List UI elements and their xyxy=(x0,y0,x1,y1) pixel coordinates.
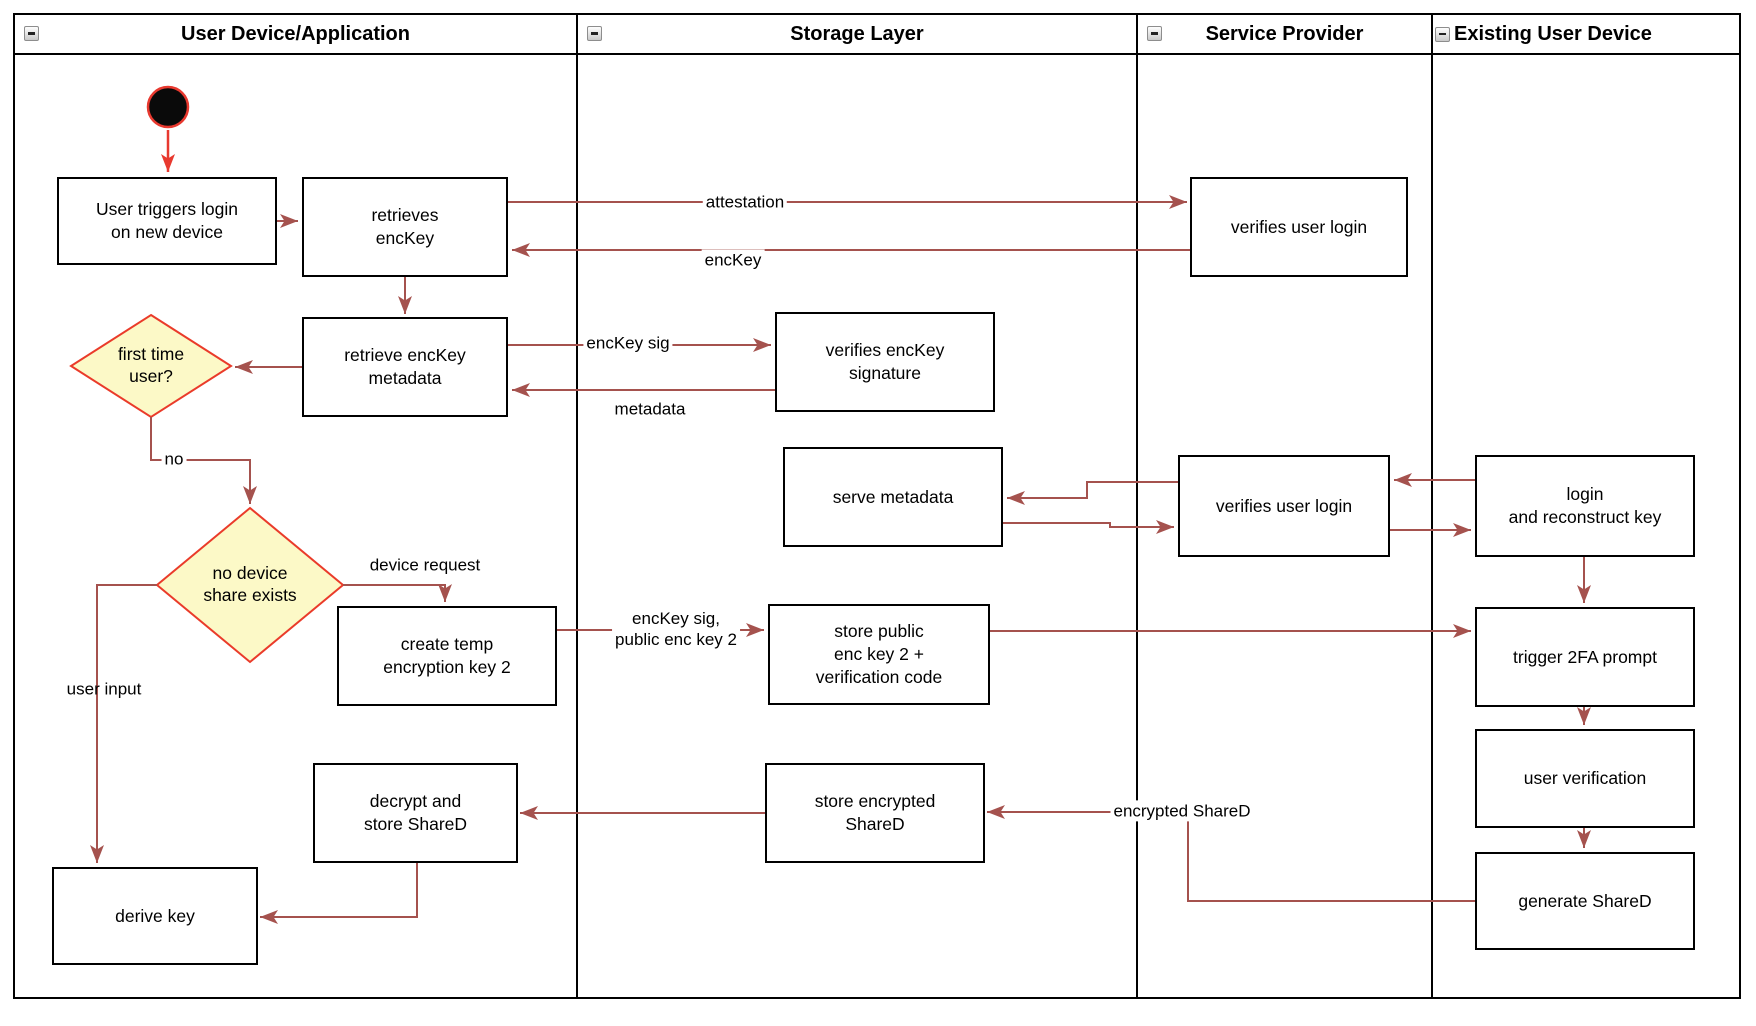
edge-label-device-request: device request xyxy=(366,554,484,576)
diagram-frame xyxy=(13,13,1741,999)
edge-device-request xyxy=(343,584,452,602)
minus-glyph xyxy=(1151,32,1158,35)
decision-label-first-time-user: first time user? xyxy=(117,344,185,386)
node-user-verification[interactable]: user verification xyxy=(1475,729,1695,828)
node-verifies-user-login-top[interactable]: verifies user login xyxy=(1190,177,1408,277)
node-verifies-enckey-signature[interactable]: verifies encKey signature xyxy=(775,312,995,412)
node-store-encrypted-shared[interactable]: store encrypted ShareD xyxy=(765,763,985,863)
minus-glyph xyxy=(591,32,598,35)
decision-no-device-share[interactable] xyxy=(155,506,345,664)
decision-label-no-device-share: no device share exists xyxy=(203,563,297,605)
edge-serve-to-verifies xyxy=(1003,520,1174,534)
node-decrypt-store-shared[interactable]: decrypt and store ShareD xyxy=(313,763,518,863)
node-retrieve-enckey-metadata[interactable]: retrieve encKey metadata xyxy=(302,317,508,417)
node-generate-shared[interactable]: generate ShareD xyxy=(1475,852,1695,950)
edge-no-branch xyxy=(150,417,257,504)
lane-header-user-device[interactable]: User Device/Application xyxy=(14,14,577,54)
node-login-reconstruct-key[interactable]: login and reconstruct key xyxy=(1475,455,1695,557)
lane-title: Storage Layer xyxy=(790,22,924,45)
collapse-icon[interactable] xyxy=(587,26,602,41)
node-store-public-enc-key2[interactable]: store public enc key 2 + verification co… xyxy=(768,604,990,705)
lane-title: Existing User Device xyxy=(1454,22,1652,45)
collapse-icon[interactable] xyxy=(1147,26,1162,41)
collapse-icon[interactable] xyxy=(24,26,39,41)
node-serve-metadata[interactable]: serve metadata xyxy=(783,447,1003,547)
node-verifies-user-login-mid[interactable]: verifies user login xyxy=(1178,455,1390,557)
lane-title: Service Provider xyxy=(1205,22,1364,45)
edge-verifies-to-serve xyxy=(1007,481,1178,505)
lane-header-service-provider[interactable]: Service Provider xyxy=(1137,14,1432,54)
edge-label-attestation: attestation xyxy=(702,191,788,213)
node-create-temp-key2[interactable]: create temp encryption key 2 xyxy=(337,606,557,706)
edge-label-enckey-sig: encKey sig xyxy=(583,332,673,354)
node-user-triggers-login[interactable]: User triggers login on new device xyxy=(57,177,277,265)
collapse-icon[interactable] xyxy=(1435,26,1450,42)
edge-user-input xyxy=(90,584,157,863)
edge-label-enckey-sig-public: encKey sig, public enc key 2 xyxy=(612,607,740,651)
node-derive-key[interactable]: derive key xyxy=(52,867,258,965)
edge-label-enckey: encKey xyxy=(701,249,765,271)
lane-header-storage-layer[interactable]: Storage Layer xyxy=(577,14,1137,54)
lane-title: User Device/Application xyxy=(181,22,410,45)
minus-glyph xyxy=(1439,32,1446,36)
edge-encrypted-shared xyxy=(987,805,1475,902)
edge-label-user-input: user input xyxy=(66,679,142,699)
edge-label-no: no xyxy=(161,448,187,470)
minus-glyph xyxy=(28,32,35,35)
edge-label-encrypted-shared: encrypted ShareD xyxy=(1110,800,1254,822)
node-trigger-2fa-prompt[interactable]: trigger 2FA prompt xyxy=(1475,607,1695,707)
start-node[interactable] xyxy=(146,85,190,129)
edge-decrypt-to-derive xyxy=(260,863,418,924)
node-retrieves-enckey[interactable]: retrieves encKey xyxy=(302,177,508,277)
edge-label-metadata: metadata xyxy=(611,398,689,420)
lane-header-existing-user-device[interactable]: Existing User Device xyxy=(1432,14,1740,54)
